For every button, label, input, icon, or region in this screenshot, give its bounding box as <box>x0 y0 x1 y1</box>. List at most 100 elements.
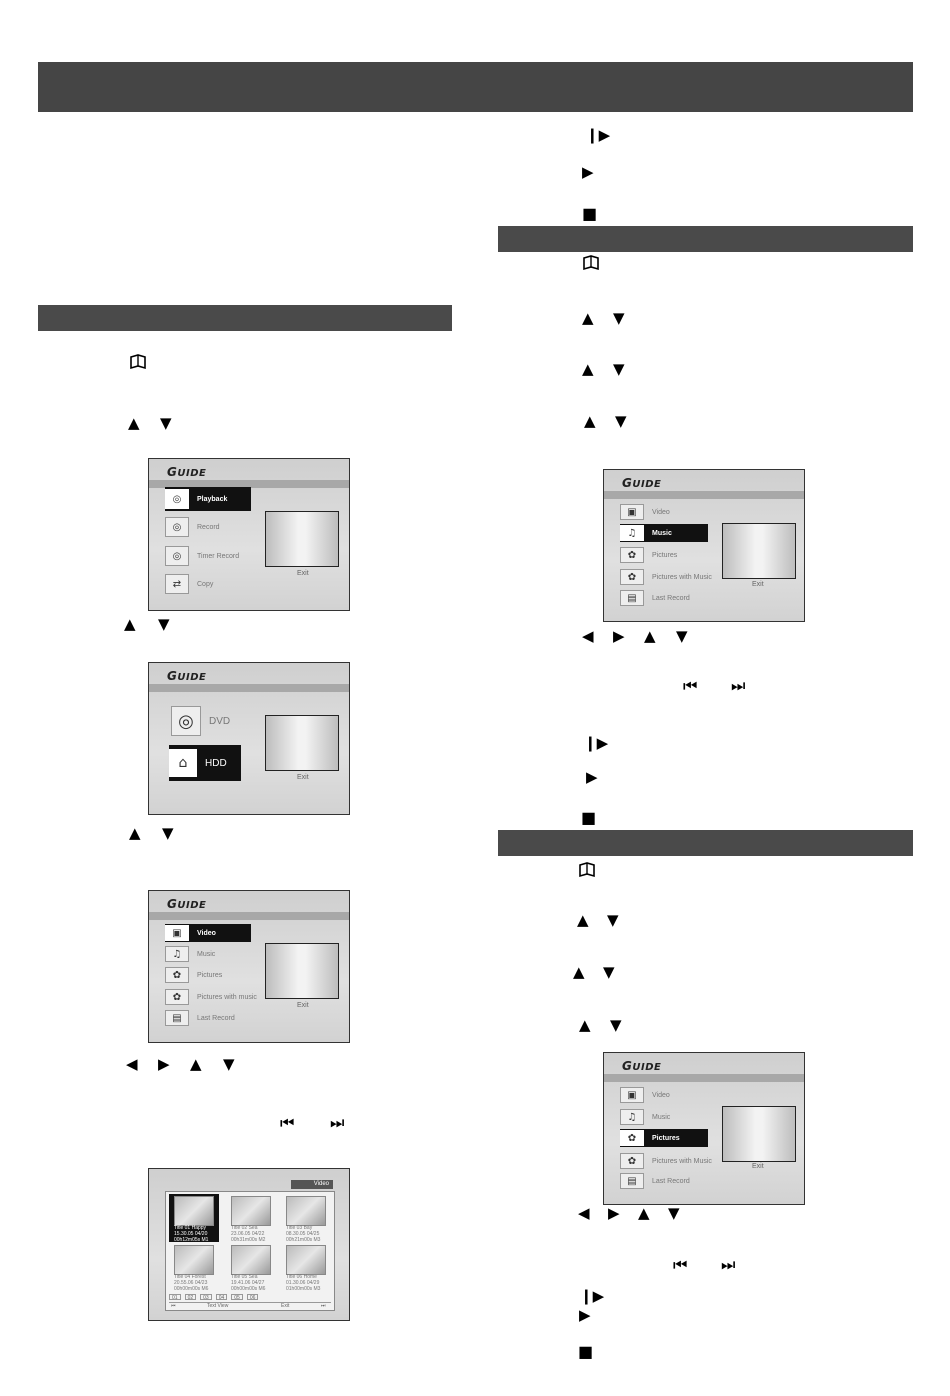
guide-logo: GUIDE <box>622 1059 662 1073</box>
butterfly-music-icon: ✿ <box>165 989 189 1005</box>
menu-item-pictures[interactable]: ✿Pictures <box>620 546 708 564</box>
menu-item-video[interactable]: ▣Video <box>620 503 708 521</box>
down-arrow-icon: ▼ <box>223 1055 235 1073</box>
previous-page-icon[interactable]: ⏮ <box>171 1303 176 1309</box>
menu-item-hdd[interactable]: ⌂HDD <box>169 745 241 781</box>
left-arrow-icon: ◀ <box>126 1055 138 1073</box>
preview-window <box>265 511 339 567</box>
menu-item-pictures[interactable]: ✿Pictures <box>620 1129 708 1147</box>
up-arrow-icon: ▲ <box>577 911 589 929</box>
last-record-icon: ▤ <box>620 590 644 606</box>
down-arrow-icon: ▼ <box>615 412 627 430</box>
exit-label[interactable]: Exit <box>752 581 764 588</box>
next-icon: ⏭ <box>330 1113 345 1132</box>
next-page-icon[interactable]: ⏭ <box>321 1303 326 1309</box>
up-arrow-icon: ▲ <box>128 414 140 432</box>
last-record-icon: ▤ <box>165 1010 189 1026</box>
down-arrow-icon: ▼ <box>162 824 174 842</box>
menu-item-last-record[interactable]: ▤Last Record <box>620 589 708 607</box>
thumbnail-title: Title 05 Sea <box>231 1274 258 1280</box>
thumbnail-title: Title 04 Forest <box>174 1274 206 1280</box>
thumbnail-date: 19.41.06 04/27 <box>231 1280 265 1286</box>
book-icon <box>583 255 599 271</box>
butterfly-music-icon: ✿ <box>620 569 644 585</box>
exit-label[interactable]: Exit <box>297 1002 309 1009</box>
page-header-bar <box>38 62 913 112</box>
exit-label[interactable]: Exit <box>297 774 309 781</box>
menu-item-record[interactable]: ◎Record <box>165 517 251 537</box>
page-number[interactable]: 01 <box>169 1294 181 1301</box>
video-icon: ▣ <box>620 1087 644 1103</box>
stop-icon: ■ <box>578 1342 594 1361</box>
page-number[interactable]: 06 <box>246 1294 259 1301</box>
section-bar-pictures <box>498 830 913 856</box>
butterfly-icon: ✿ <box>165 967 189 983</box>
thumbnail-duration: 00h31m00s M2 <box>231 1237 266 1243</box>
down-arrow-icon: ▼ <box>668 1204 680 1222</box>
menu-item-pictures-with-music[interactable]: ✿Pictures with Music <box>620 568 720 586</box>
thumbnail-title: Title 01 Happy <box>174 1225 207 1231</box>
next-icon: ⏭ <box>731 676 746 695</box>
section-bar-left <box>38 305 452 331</box>
menu-item-dvd[interactable]: ◎DVD <box>171 703 251 739</box>
butterfly-icon: ✿ <box>620 1130 644 1146</box>
book-icon <box>579 862 595 878</box>
page-number[interactable]: 02 <box>184 1294 197 1301</box>
thumbnail-image <box>174 1245 214 1275</box>
menu-item-last-record[interactable]: ▤Last Record <box>620 1172 708 1190</box>
menu-item-pictures-with-music[interactable]: ✿Pictures with music <box>165 988 265 1006</box>
preview-window <box>722 523 796 579</box>
page-number[interactable]: 05 <box>231 1294 243 1301</box>
step-forward-icon: ❙▶ <box>580 1287 605 1305</box>
menu-item-playback[interactable]: ◎Playback <box>165 487 251 511</box>
menu-item-video[interactable]: ▣Video <box>620 1086 708 1104</box>
up-arrow-icon: ▲ <box>582 309 594 327</box>
guide-screen-music: GUIDE ▣Video ♫Music ✿Pictures ✿Pictures … <box>603 469 805 622</box>
dvd-disc-icon: ◎ <box>171 706 201 736</box>
butterfly-icon: ✿ <box>620 547 644 563</box>
copy-icon: ⇄ <box>165 574 189 594</box>
guide-logo: GUIDE <box>167 465 207 479</box>
guide-stripe <box>149 912 349 920</box>
exit-label[interactable]: Exit <box>752 1163 764 1170</box>
thumbnail-image <box>286 1245 326 1275</box>
thumbnail-image <box>231 1196 271 1226</box>
page-strip: 01 02 03 04 05 06 <box>169 1294 269 1301</box>
thumbnail-duration: 01h00m00s M3 <box>286 1286 321 1292</box>
up-arrow-icon: ▲ <box>644 627 656 645</box>
up-arrow-icon: ▲ <box>190 1055 202 1073</box>
menu-item-pictures[interactable]: ✿Pictures <box>165 966 251 984</box>
guide-screen-main: GUIDE ◎Playback ◎Record ◎Timer Record ⇄C… <box>148 458 350 611</box>
menu-item-music[interactable]: ♫Music <box>620 1108 708 1126</box>
page-number[interactable]: 04 <box>215 1294 228 1301</box>
down-arrow-icon: ▼ <box>676 627 688 645</box>
menu-item-video[interactable]: ▣Video <box>165 924 251 942</box>
thumbnail-title: Title 02 Sea <box>231 1225 258 1231</box>
previous-icon: ⏮ <box>683 676 698 695</box>
menu-item-copy[interactable]: ⇄Copy <box>165 574 251 594</box>
exit-label[interactable]: Exit <box>297 570 309 577</box>
menu-item-last-record[interactable]: ▤Last Record <box>165 1009 251 1027</box>
guide-stripe <box>604 1074 804 1082</box>
menu-item-music[interactable]: ♫Music <box>165 945 251 963</box>
guide-logo: GUIDE <box>622 476 662 490</box>
exit-button[interactable]: Exit <box>281 1303 290 1309</box>
up-arrow-icon: ▲ <box>579 1016 591 1034</box>
thumbnail-image <box>286 1196 326 1226</box>
menu-item-timer-record[interactable]: ◎Timer Record <box>165 546 251 566</box>
video-icon: ▣ <box>620 504 644 520</box>
page-number[interactable]: 03 <box>200 1294 212 1301</box>
text-view-button[interactable]: Text View <box>207 1303 229 1309</box>
menu-item-pictures-with-music[interactable]: ✿Pictures with Music <box>620 1152 720 1170</box>
guide-screen-type: GUIDE ▣Video ♫Music ✿Pictures ✿Pictures … <box>148 890 350 1043</box>
play-icon: ▶ <box>586 768 598 786</box>
disc-timer-icon: ◎ <box>165 546 189 566</box>
menu-item-music[interactable]: ♫Music <box>620 524 708 542</box>
down-arrow-icon: ▼ <box>603 963 615 981</box>
